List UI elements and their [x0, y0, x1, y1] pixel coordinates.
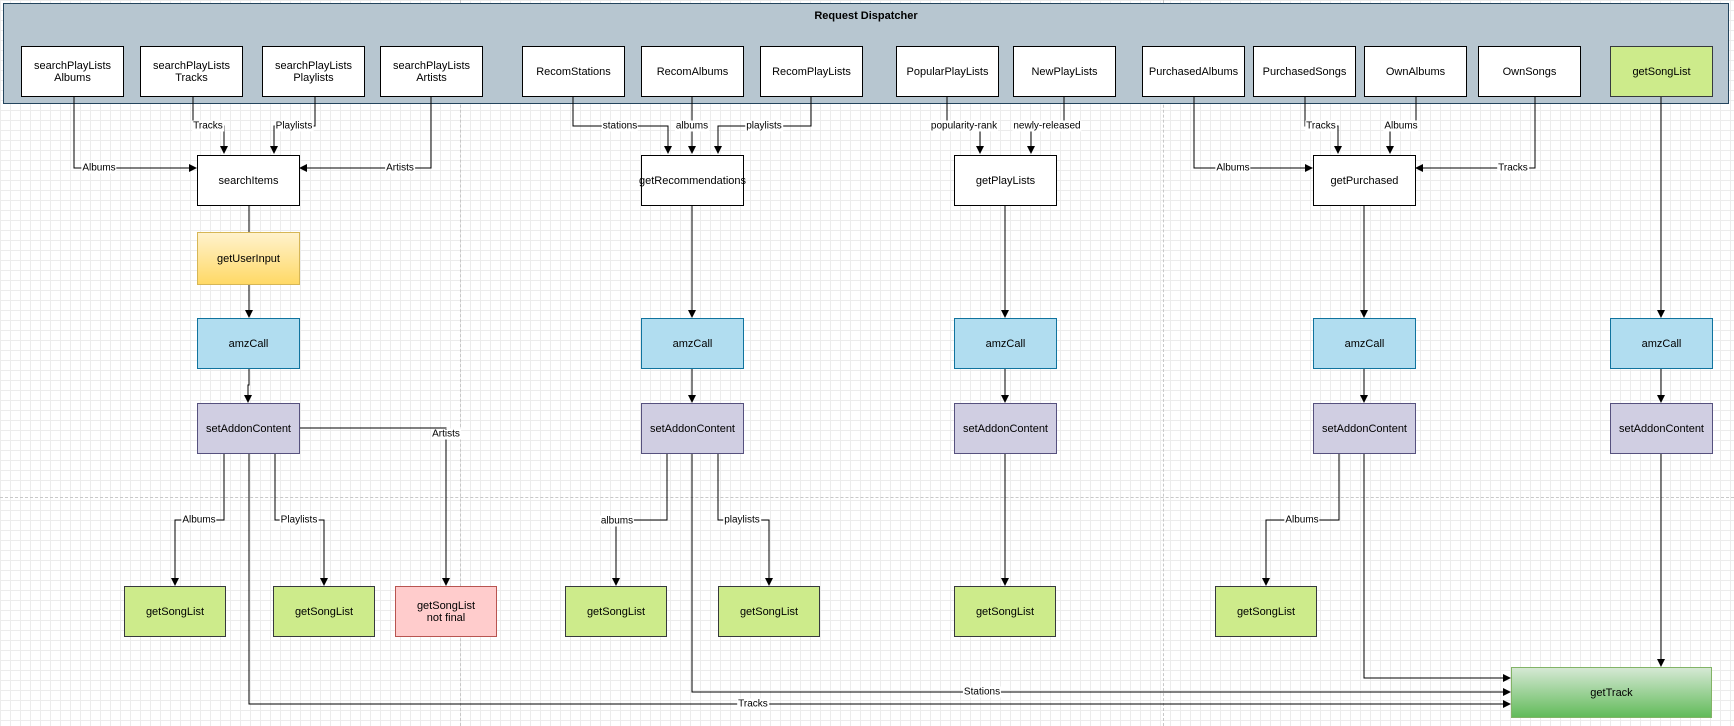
node-search-playlists-tracks: searchPlayLists Tracks	[140, 46, 243, 97]
edge-label-popularity-rank: popularity-rank	[929, 120, 999, 132]
node-search-playlists-albums: searchPlayLists Albums	[21, 46, 124, 97]
section-divider	[1163, 0, 1164, 726]
node-get-song-list: getSongList	[273, 586, 375, 637]
node-recom-playlists: RecomPlayLists	[760, 46, 863, 97]
node-amz-call: amzCall	[1610, 318, 1713, 369]
edge-setaddon-to-songlist-albums	[612, 454, 668, 586]
node-get-song-list: getSongList	[718, 586, 820, 637]
node-get-song-list: getSongList	[1215, 586, 1317, 637]
node-own-albums: OwnAlbums	[1364, 46, 1467, 97]
node-amz-call: amzCall	[1313, 318, 1416, 369]
node-set-addon-content: setAddonContent	[1313, 403, 1416, 454]
node-popular-playlists: PopularPlayLists	[896, 46, 999, 97]
edge-label-tracks: Tracks	[192, 120, 224, 132]
edge-label-artists: Artists	[431, 428, 461, 440]
node-set-addon-content: setAddonContent	[1610, 403, 1713, 454]
edge-setaddon-to-gettrack-tracks	[248, 454, 1511, 708]
edge-label-albums: Albums	[1215, 162, 1251, 174]
edge-label-tracks: Tracks	[1305, 120, 1337, 132]
request-dispatcher-title: Request Dispatcher	[814, 10, 918, 22]
node-search-items: searchItems	[197, 155, 300, 206]
node-search-playlists-playlists: searchPlayLists Playlists	[262, 46, 365, 97]
node-set-addon-content: setAddonContent	[641, 403, 744, 454]
edge-label-albums: Albums	[181, 514, 217, 526]
edge-label-albums: Albums	[1383, 120, 1419, 132]
edge-label-playlists: Playlists	[279, 514, 319, 526]
edge-label-stations: Stations	[962, 686, 1002, 698]
node-amz-call: amzCall	[641, 318, 744, 369]
edge-albums-to-searchitems	[73, 97, 197, 172]
edge-label-albums: albums	[674, 120, 710, 132]
edge-artists-to-searchitems	[299, 97, 432, 172]
node-get-song-list: getSongList	[124, 586, 226, 637]
edge-label-playlists: playlists	[745, 120, 783, 132]
node-get-song-list-top: getSongList	[1610, 46, 1713, 97]
edge-label-albums: albums	[599, 515, 635, 527]
edge-label-tracks: Tracks	[1497, 162, 1529, 174]
edge-amzcall-to-setaddon	[244, 369, 252, 403]
edge-label-artists: Artists	[385, 162, 415, 174]
edge-setaddon-to-gettrack-stations	[691, 454, 1511, 696]
node-get-recommendations: getRecommendations	[639, 155, 746, 206]
node-get-song-list-not-final: getSongList not final	[395, 586, 497, 637]
node-recom-albums: RecomAlbums	[641, 46, 744, 97]
node-set-addon-content: setAddonContent	[954, 403, 1057, 454]
edge-label-tracks: Tracks	[737, 698, 769, 710]
edge-setaddon-to-gettrack	[1363, 454, 1511, 682]
edge-label-albums: Albums	[81, 162, 117, 174]
node-amz-call: amzCall	[954, 318, 1057, 369]
node-get-user-input: getUserInput	[197, 232, 300, 285]
node-get-purchased: getPurchased	[1313, 155, 1416, 206]
section-divider	[0, 497, 1734, 498]
node-purchased-albums: PurchasedAlbums	[1142, 46, 1245, 97]
node-search-playlists-artists: searchPlayLists Artists	[380, 46, 483, 97]
edge-label-playlists: playlists	[723, 514, 761, 526]
edge-ownsongs-to-getpurchased	[1415, 97, 1536, 172]
node-new-playlists: NewPlayLists	[1013, 46, 1116, 97]
node-amz-call: amzCall	[197, 318, 300, 369]
edge-purchasedalbums-to-getpurchased	[1193, 97, 1313, 172]
node-get-song-list: getSongList	[565, 586, 667, 637]
node-set-addon-content: setAddonContent	[197, 403, 300, 454]
edge-label-stations: stations	[601, 120, 639, 132]
node-recom-stations: RecomStations	[522, 46, 625, 97]
node-get-playlists: getPlayLists	[954, 155, 1057, 206]
edge-label-newly-released: newly-released	[1012, 120, 1082, 132]
node-get-song-list: getSongList	[954, 586, 1056, 637]
section-divider	[460, 0, 461, 726]
edge-label-albums: Albums	[1284, 514, 1320, 526]
edge-label-playlists: Playlists	[274, 120, 314, 132]
edge-setaddon-to-songlist-artists	[300, 427, 450, 586]
node-get-track: getTrack	[1511, 667, 1712, 718]
node-own-songs: OwnSongs	[1478, 46, 1581, 97]
node-purchased-songs: PurchasedSongs	[1253, 46, 1356, 97]
